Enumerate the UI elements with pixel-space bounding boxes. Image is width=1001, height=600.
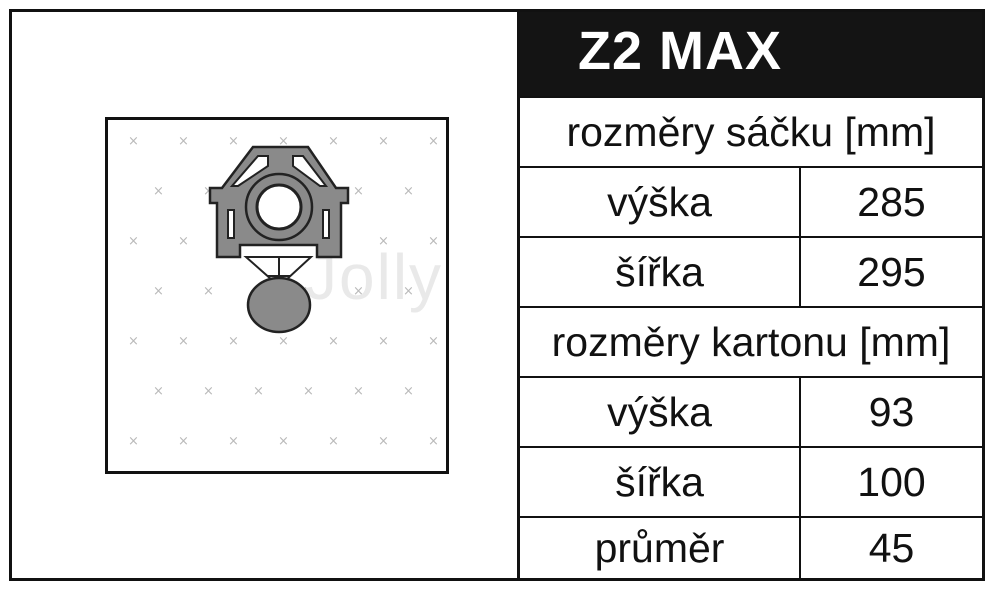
bag-pattern-mark: × xyxy=(378,234,389,249)
carton-diameter-value: 45 xyxy=(868,524,915,571)
bag-width-value: 295 xyxy=(857,248,926,295)
bag-pattern-mark: × xyxy=(428,134,439,149)
bag-pattern-mark: × xyxy=(128,234,139,249)
bag-pattern-mark: × xyxy=(278,434,289,449)
bag-illustration-panel: × × × × × × × × × × × × × × × × × × × × × × × × × × × × × × × × × × × × × × × ×… xyxy=(12,12,518,578)
bag-pattern-mark: × xyxy=(378,134,389,149)
bag-pattern-mark: × xyxy=(128,334,139,349)
dimensions-table: Z2 MAX rozměry sáčku [mm] výška 285 šířk… xyxy=(520,12,982,578)
bag-pattern-mark: × xyxy=(153,384,164,399)
bag-pattern-mark: × xyxy=(428,334,439,349)
bag-pattern-mark: × xyxy=(403,284,414,299)
carton-diameter-label: průměr xyxy=(520,518,801,578)
bag-pattern-mark: × xyxy=(353,384,364,399)
bag-pattern-mark: × xyxy=(178,334,189,349)
table-row: průměr 45 xyxy=(520,516,982,578)
carton-height-label: výška xyxy=(520,378,801,446)
table-row: šířka 295 xyxy=(520,236,982,306)
bag-pattern-mark: × xyxy=(303,384,314,399)
bag-pattern-mark: × xyxy=(178,434,189,449)
table-row: šířka 100 xyxy=(520,446,982,516)
bag-pattern-mark: × xyxy=(403,184,414,199)
bag-pattern-mark: × xyxy=(428,234,439,249)
bag-pattern-mark: × xyxy=(228,434,239,449)
title-bar: Z2 MAX xyxy=(520,12,982,96)
bag-dimensions-header-row: rozměry sáčku [mm] xyxy=(520,96,982,166)
bag-pattern-mark: × xyxy=(278,134,289,149)
bag-pattern-mark: × xyxy=(328,334,339,349)
table-row: výška 93 xyxy=(520,376,982,446)
carton-dimensions-header-row: rozměry kartonu [mm] xyxy=(520,306,982,376)
panel-divider xyxy=(517,12,520,578)
bag-pattern-mark: × xyxy=(178,134,189,149)
table-row: výška 285 xyxy=(520,166,982,236)
bag-dimensions-header: rozměry sáčku [mm] xyxy=(566,108,936,155)
bag-pattern-mark: × xyxy=(328,134,339,149)
bag-pattern-mark: × xyxy=(128,434,139,449)
bag-pattern-mark: × xyxy=(203,284,214,299)
bag-pattern-mark: × xyxy=(203,184,214,199)
bag-collar-icon xyxy=(208,145,350,334)
carton-dimensions-header: rozměry kartonu [mm] xyxy=(551,318,951,365)
bag-pattern-mark: × xyxy=(328,434,339,449)
bag-height-value: 285 xyxy=(857,178,926,225)
bag-pattern-mark: × xyxy=(303,284,314,299)
bag-pattern-mark: × xyxy=(378,334,389,349)
bag-pattern-mark: × xyxy=(128,134,139,149)
bag-width-label: šířka xyxy=(520,238,801,306)
bag-pattern-mark: × xyxy=(203,384,214,399)
product-title: Z2 MAX xyxy=(578,21,783,81)
bag-pattern-mark: × xyxy=(178,234,189,249)
carton-height-value: 93 xyxy=(868,388,915,435)
bag-pattern-mark: × xyxy=(228,134,239,149)
carton-width-label: šířka xyxy=(520,448,801,516)
bag-pattern-mark: × xyxy=(353,284,364,299)
bag-pattern-mark: × xyxy=(428,434,439,449)
bag-pattern-mark: × xyxy=(403,384,414,399)
bag-pattern-mark: × xyxy=(228,334,239,349)
bag-pattern-mark: × xyxy=(278,334,289,349)
carton-width-value: 100 xyxy=(857,458,926,505)
bag-pattern-mark: × xyxy=(153,284,164,299)
vacuum-bag-illustration: × × × × × × × × × × × × × × × × × × × × × × × × × × × × × × × × × × × × × × × ×… xyxy=(105,117,449,474)
bag-pattern-mark: × xyxy=(253,384,264,399)
product-sheet: × × × × × × × × × × × × × × × × × × × × × × × × × × × × × × × × × × × × × × × ×… xyxy=(9,9,985,581)
bag-pattern-mark: × xyxy=(378,434,389,449)
bag-pattern-mark: × xyxy=(153,184,164,199)
bag-pattern-mark: × xyxy=(353,184,364,199)
bag-height-label: výška xyxy=(520,168,801,236)
